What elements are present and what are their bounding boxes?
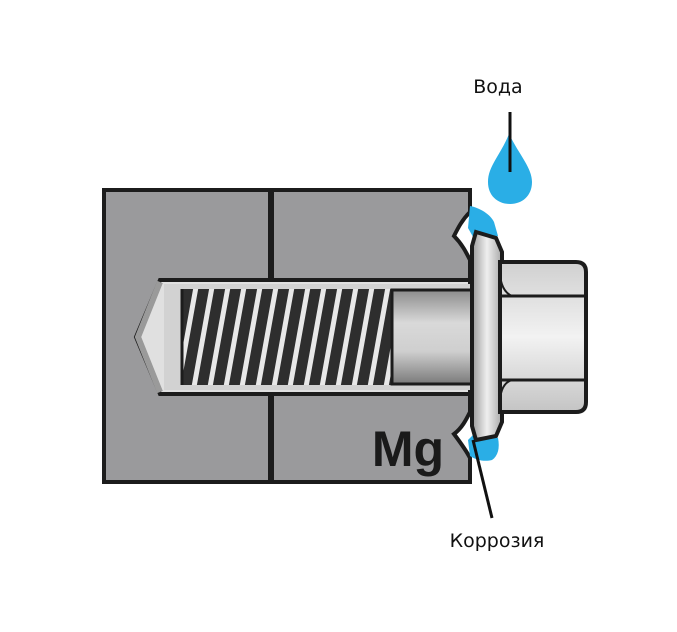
bolt-threads [182,289,394,385]
thread-crest [319,289,343,385]
thread-crest [223,289,247,385]
thread-crest [367,289,391,385]
corrosion-label: Коррозия [450,530,545,552]
thread-crest [239,289,263,385]
corrosion-leader [471,439,494,519]
thread-crest [303,289,327,385]
bolt-head [498,260,588,414]
thread-crest [271,289,295,385]
thread-crest [191,289,215,385]
thread-crest [383,328,394,385]
water-label: Вода [473,76,522,98]
thread-crest [351,289,375,385]
thread-crest [255,289,279,385]
thread-crest [335,289,359,385]
bolt-shank [390,288,482,386]
thread-crest [182,289,199,379]
metal-label: Mg [372,421,444,477]
bolt-flange [470,229,504,443]
thread-crest [287,289,311,385]
thread-crest [207,289,231,385]
